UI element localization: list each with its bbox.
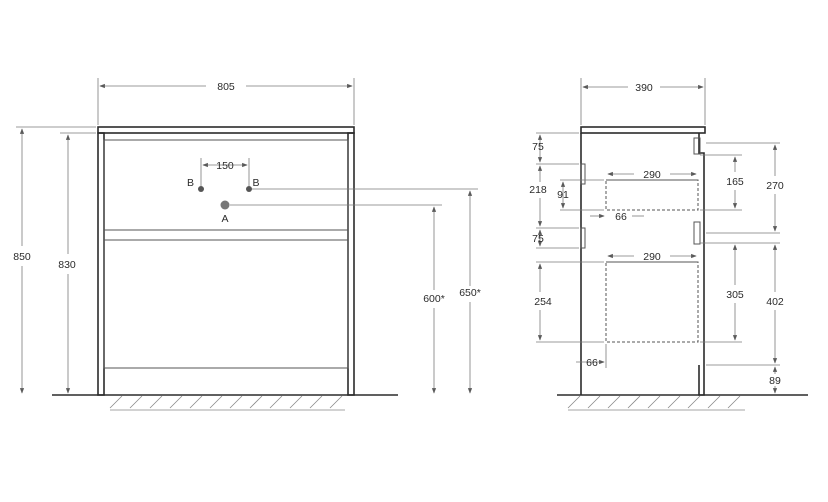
dim-height-total-label: 850	[13, 251, 31, 263]
front-view: B B A 150 805 850 830 600* 650*	[13, 78, 481, 411]
dim-width-label: 805	[217, 81, 235, 93]
top-drawer-box	[605, 179, 699, 211]
dim-outlets-b-height-label: 650*	[459, 287, 481, 299]
countertop-front	[97, 126, 355, 134]
dim-right-270-label: 270	[766, 180, 784, 192]
dim-left-66-bottom-label: 66	[586, 357, 598, 369]
hole-b-right-label: B	[252, 177, 259, 189]
front-edge	[698, 133, 705, 396]
dim-left-75-mid-label: 75	[532, 233, 544, 245]
dim-right-305-label: 305	[726, 289, 744, 301]
dim-drawer-depth-top-label: 290	[643, 169, 661, 181]
dim-height-frame-label: 830	[58, 259, 76, 271]
right-leg	[347, 132, 355, 396]
dim-left-218-label: 218	[529, 184, 547, 196]
side-view: 390 290 290 75 218 91 66 75	[529, 78, 808, 411]
left-leg	[97, 132, 105, 396]
dim-outlet-a-height-label: 600*	[423, 293, 445, 305]
dim-left-254-label: 254	[534, 296, 552, 308]
dim-left-91-label: 91	[557, 189, 569, 201]
dim-left-75-top-label: 75	[532, 141, 544, 153]
bottom-drawer-front	[103, 239, 349, 369]
countertop-side	[580, 126, 706, 134]
dim-right-402-label: 402	[766, 296, 784, 308]
dim-depth-label: 390	[635, 82, 653, 94]
hole-b-left	[198, 186, 204, 192]
hole-a	[220, 200, 230, 210]
bottom-drawer-box	[605, 261, 699, 343]
separator-rail	[103, 229, 349, 241]
dim-right-89-label: 89	[769, 375, 781, 387]
hole-b-left-label: B	[187, 177, 194, 189]
hole-a-label: A	[221, 213, 228, 225]
hole-b-right	[246, 186, 252, 192]
dim-left-66-top-label: 66	[615, 211, 627, 223]
floor-hatch-side	[567, 395, 745, 411]
dim-right-165-label: 165	[726, 176, 744, 188]
dim-drawer-depth-bottom-label: 290	[643, 251, 661, 263]
floor-hatch-front	[109, 395, 345, 411]
dim-hole-spacing-label: 150	[216, 160, 234, 172]
